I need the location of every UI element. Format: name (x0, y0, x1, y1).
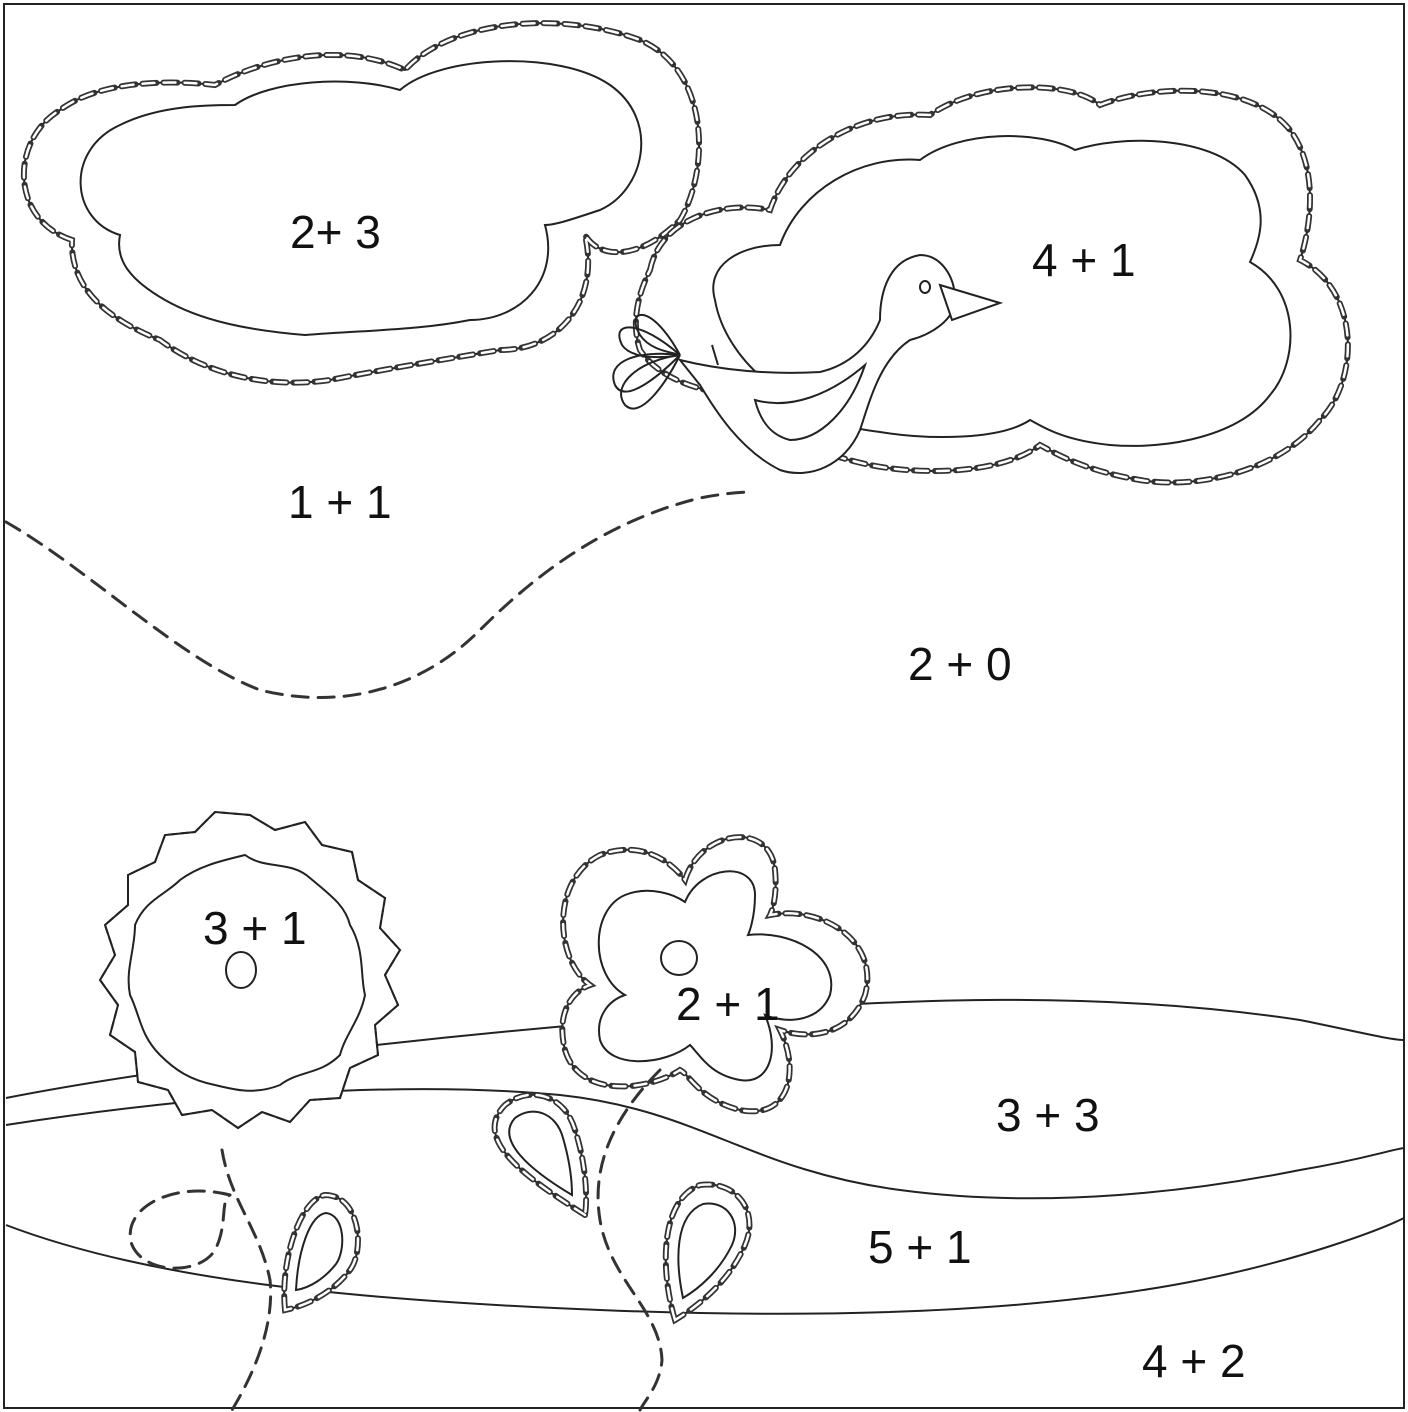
sun-flower-center (225, 951, 257, 989)
petal-flower (491, 834, 871, 1412)
sun-flower (98, 810, 402, 1412)
page-border (3, 3, 1405, 1409)
equation-cloud-right: 4 + 1 (1032, 234, 1136, 286)
equation-sun-flower: 3 + 1 (203, 902, 307, 954)
equation-petal-flower: 2 + 1 (676, 978, 780, 1030)
equation-sky-left: 1 + 1 (288, 476, 392, 528)
bird-eye (919, 280, 931, 294)
equation-cloud-left: 2+ 3 (290, 206, 381, 258)
equation-ground: 4 + 2 (1142, 1335, 1246, 1387)
petal-flower-center (660, 940, 698, 976)
bird (612, 253, 1004, 475)
cloud-left (20, 20, 702, 386)
equation-hill-top: 3 + 3 (996, 1089, 1100, 1141)
equation-sky-right: 2 + 0 (908, 638, 1012, 690)
equation-hill-middle: 5 + 1 (868, 1221, 972, 1273)
